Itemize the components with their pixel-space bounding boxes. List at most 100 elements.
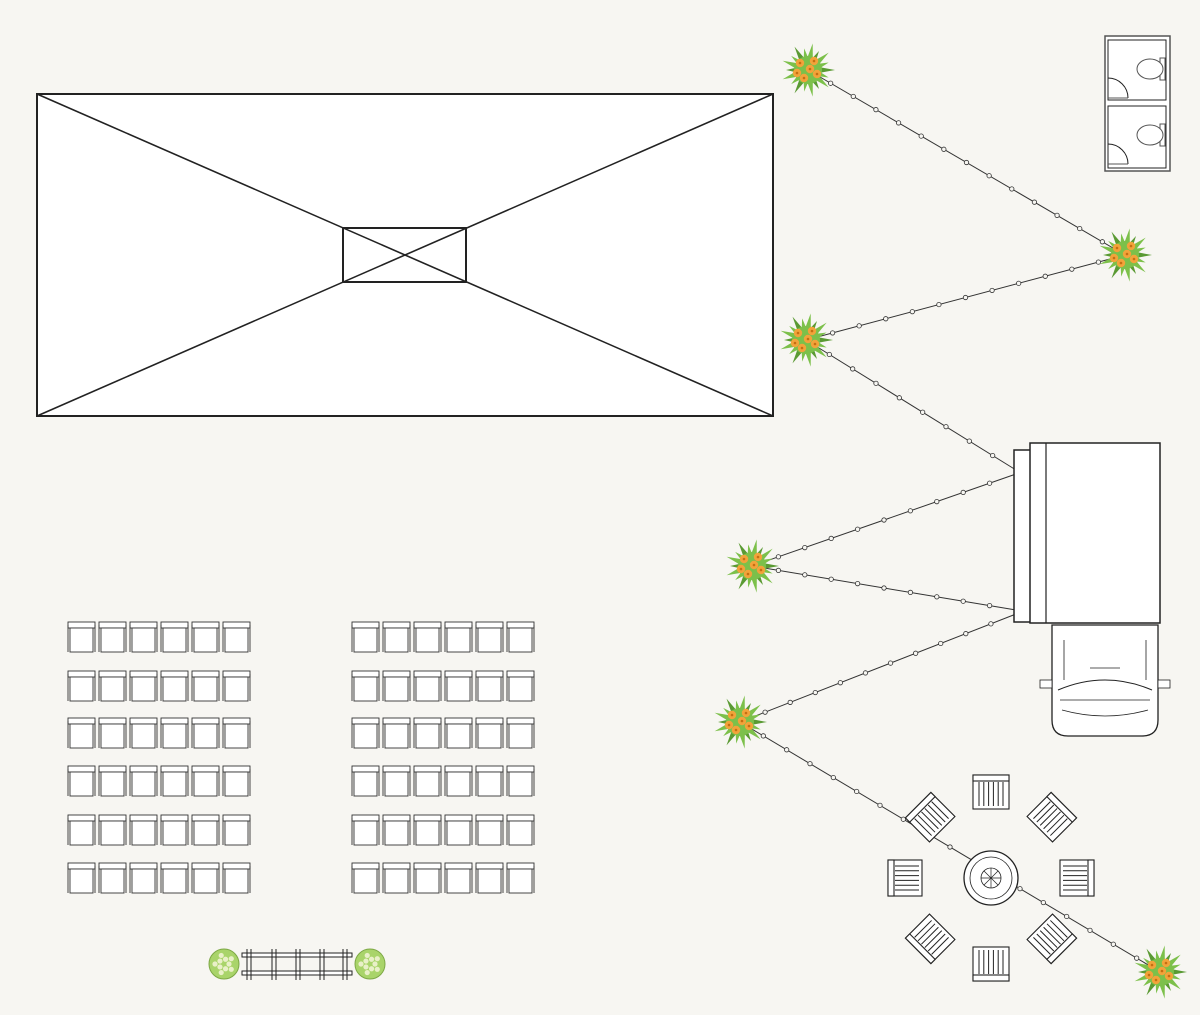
light-bulb [988, 621, 994, 627]
folding-chair[interactable] [444, 621, 473, 653]
folding-chair[interactable] [506, 717, 535, 749]
folding-chair[interactable] [475, 862, 504, 894]
folding-chair[interactable] [67, 717, 96, 749]
folding-chair[interactable] [413, 765, 442, 797]
folding-chair[interactable] [506, 862, 535, 894]
folding-chair[interactable] [475, 814, 504, 846]
folding-chair[interactable] [191, 717, 220, 749]
lounge-chair[interactable] [1026, 791, 1078, 843]
folding-chair[interactable] [191, 765, 220, 797]
folding-chair[interactable] [67, 670, 96, 702]
folding-chair[interactable] [191, 621, 220, 653]
light-bulb [947, 844, 953, 850]
folding-chair[interactable] [222, 765, 251, 797]
light-bulb [986, 173, 992, 179]
tent[interactable] [36, 93, 774, 417]
folding-chair[interactable] [506, 670, 535, 702]
light-bulb [854, 580, 861, 587]
lounge-chair[interactable] [904, 913, 956, 965]
folding-chair[interactable] [475, 717, 504, 749]
lounge-chair[interactable] [1059, 859, 1095, 897]
folding-chair[interactable] [382, 814, 411, 846]
lounge-chair[interactable] [972, 774, 1010, 810]
fire-pit[interactable] [963, 850, 1019, 906]
folding-chair[interactable] [444, 717, 473, 749]
folding-chair[interactable] [222, 717, 251, 749]
folding-chair[interactable] [160, 621, 189, 653]
folding-chair[interactable] [98, 621, 127, 653]
folding-chair[interactable] [67, 814, 96, 846]
folding-chair[interactable] [129, 717, 158, 749]
folding-chair[interactable] [160, 862, 189, 894]
light-bulb [775, 567, 782, 574]
folding-chair[interactable] [475, 765, 504, 797]
folding-chair[interactable] [506, 765, 535, 797]
folding-chair[interactable] [129, 814, 158, 846]
round-shrub [208, 948, 240, 980]
folding-chair[interactable] [413, 717, 442, 749]
folding-chair[interactable] [67, 765, 96, 797]
light-bulb [963, 631, 969, 637]
folding-chair[interactable] [413, 670, 442, 702]
light-bulb [1110, 941, 1116, 947]
folding-chair[interactable] [351, 765, 380, 797]
folding-chair[interactable] [222, 670, 251, 702]
folding-chair[interactable] [444, 862, 473, 894]
folding-chair[interactable] [506, 814, 535, 846]
folding-chair[interactable] [413, 862, 442, 894]
folding-chair[interactable] [67, 621, 96, 653]
folding-chair[interactable] [160, 765, 189, 797]
light-bulb [943, 424, 949, 430]
folding-chair[interactable] [160, 670, 189, 702]
light-bulb [1095, 259, 1102, 265]
folding-chair[interactable] [351, 717, 380, 749]
folding-chair[interactable] [98, 670, 127, 702]
folding-chair[interactable] [475, 670, 504, 702]
folding-chair[interactable] [351, 862, 380, 894]
folding-chair[interactable] [413, 621, 442, 653]
folding-chair[interactable] [382, 765, 411, 797]
light-bulb [802, 572, 808, 578]
folding-chair[interactable] [382, 621, 411, 653]
folding-chair[interactable] [129, 621, 158, 653]
folding-chair[interactable] [67, 862, 96, 894]
lounge-chair[interactable] [1026, 913, 1078, 965]
folding-chair[interactable] [98, 814, 127, 846]
folding-chair[interactable] [475, 621, 504, 653]
flowering-shrub [1134, 945, 1187, 999]
folding-chair[interactable] [191, 862, 220, 894]
folding-chair[interactable] [506, 621, 535, 653]
folding-chair[interactable] [382, 670, 411, 702]
lounge-chair[interactable] [904, 791, 956, 843]
garden-bench[interactable] [241, 949, 353, 980]
folding-chair[interactable] [160, 814, 189, 846]
folding-chair[interactable] [382, 717, 411, 749]
round-shrub [354, 948, 386, 980]
folding-chair[interactable] [222, 621, 251, 653]
folding-chair[interactable] [413, 814, 442, 846]
folding-chair[interactable] [351, 670, 380, 702]
folding-chair[interactable] [129, 670, 158, 702]
lounge-chair[interactable] [887, 859, 923, 897]
folding-chair[interactable] [98, 765, 127, 797]
folding-chair[interactable] [444, 814, 473, 846]
folding-chair[interactable] [382, 862, 411, 894]
folding-chair[interactable] [98, 717, 127, 749]
folding-chair[interactable] [351, 814, 380, 846]
light-bulb [907, 589, 914, 596]
folding-chair[interactable] [351, 621, 380, 653]
folding-chair[interactable] [222, 862, 251, 894]
food-truck[interactable] [1013, 442, 1171, 737]
folding-chair[interactable] [191, 670, 220, 702]
folding-chair[interactable] [160, 717, 189, 749]
restroom-trailer[interactable] [1104, 35, 1171, 172]
folding-chair[interactable] [444, 670, 473, 702]
light-bulb [856, 323, 862, 329]
folding-chair[interactable] [222, 814, 251, 846]
folding-chair[interactable] [98, 862, 127, 894]
folding-chair[interactable] [129, 862, 158, 894]
folding-chair[interactable] [129, 765, 158, 797]
folding-chair[interactable] [191, 814, 220, 846]
folding-chair[interactable] [444, 765, 473, 797]
lounge-chair[interactable] [972, 946, 1010, 982]
